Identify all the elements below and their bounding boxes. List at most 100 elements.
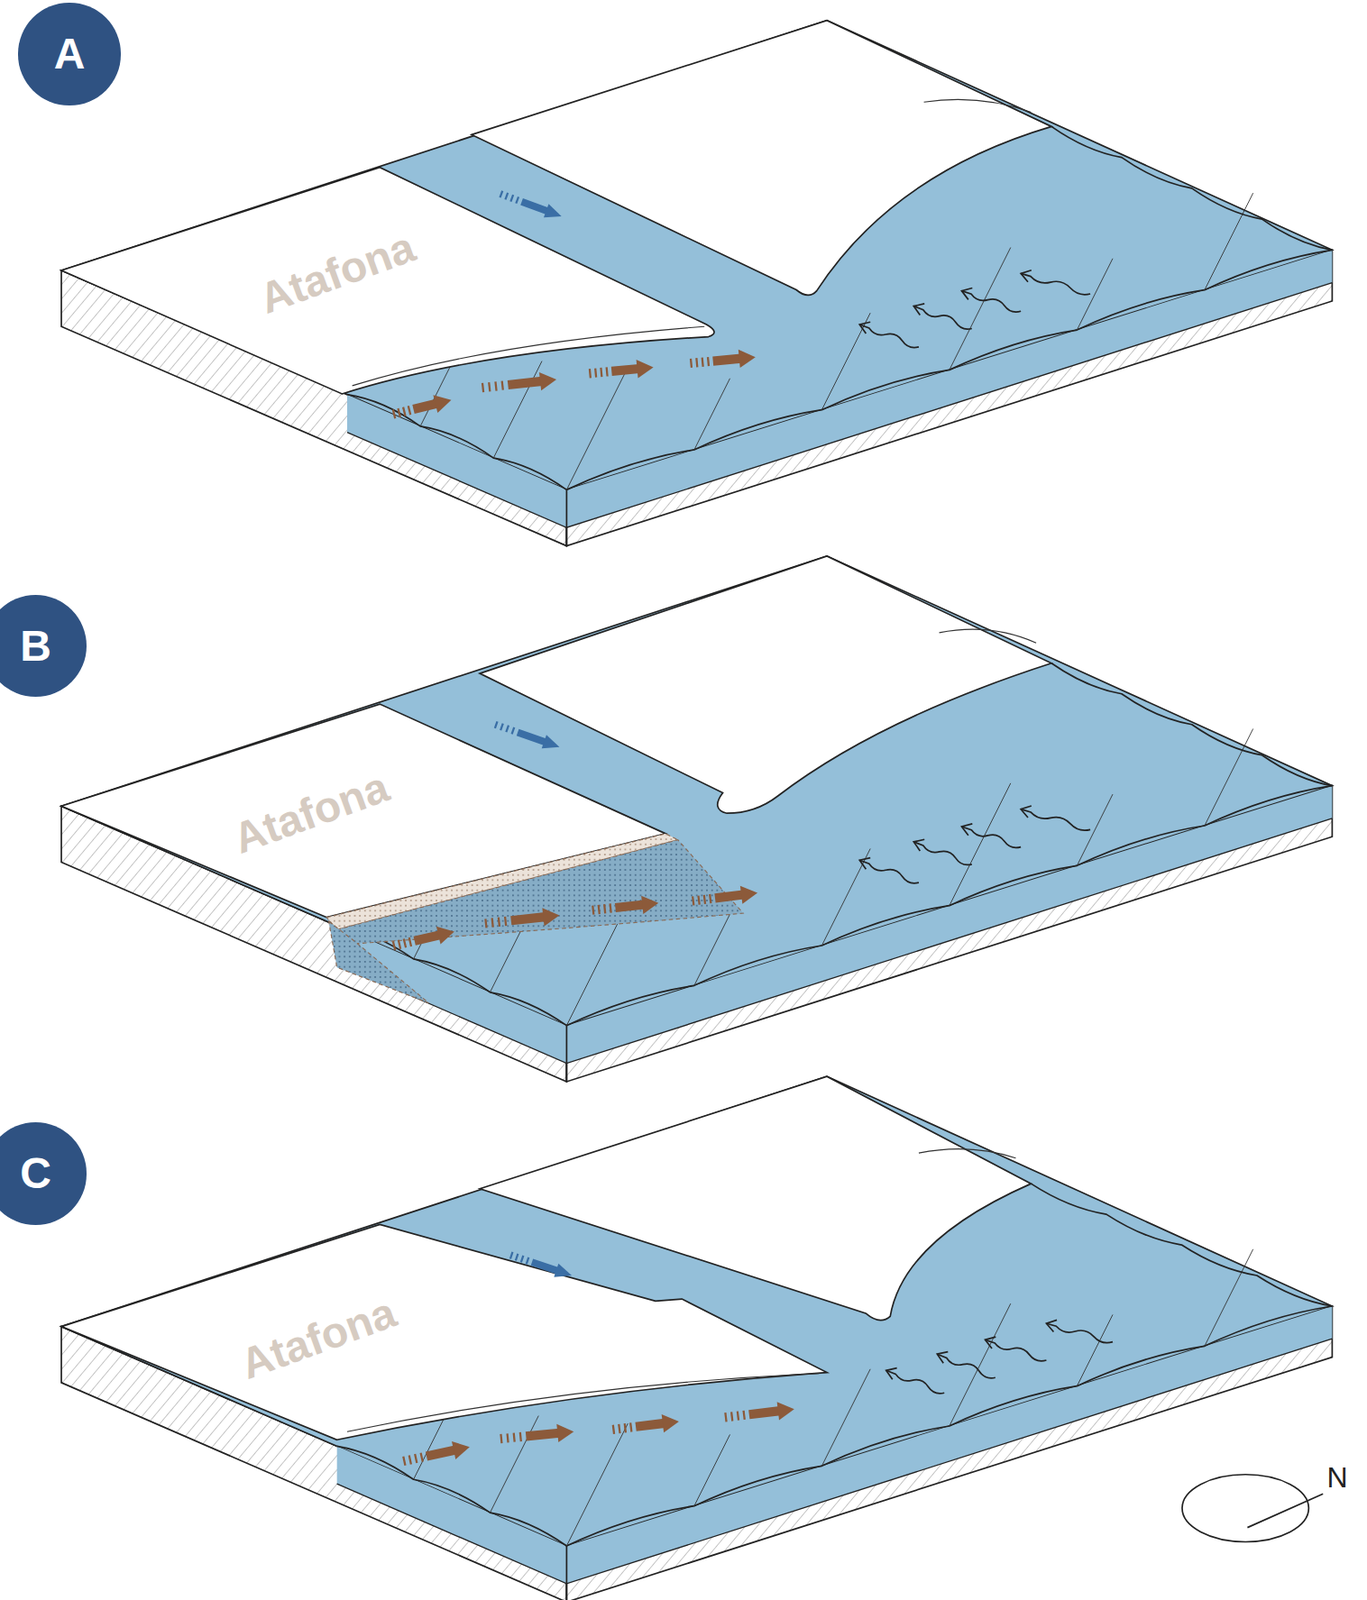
arrow-head <box>661 1412 680 1433</box>
wave-head <box>883 1365 897 1380</box>
wave-arrow <box>857 854 921 890</box>
arrow-head <box>432 391 453 413</box>
wave-crests <box>347 394 567 491</box>
arrow-head <box>556 1422 575 1443</box>
sea-face <box>347 394 567 529</box>
arrow-body <box>507 376 543 390</box>
wave-arrow <box>1018 267 1092 301</box>
sea-surface <box>61 556 1332 1027</box>
sea-face <box>337 1446 568 1585</box>
arrow-tail <box>612 1425 615 1435</box>
arrow-tail <box>420 1452 424 1462</box>
wave-ray <box>949 247 1011 371</box>
north-arrow <box>1182 1475 1323 1543</box>
arrow-tail <box>498 190 504 198</box>
arrow-tail <box>407 405 413 415</box>
panel-badge: A <box>18 2 120 105</box>
block-diagram <box>61 556 1332 1083</box>
drift-arrow <box>401 1438 472 1471</box>
arrow-tail <box>392 941 397 951</box>
panel-letter: B <box>19 624 52 669</box>
wave-line <box>960 287 1022 314</box>
arrow-tail <box>703 895 707 905</box>
arrow-tail <box>742 1411 745 1421</box>
arrow-tail <box>402 406 407 416</box>
eroded-zone <box>329 921 430 1004</box>
arrow-tail <box>695 357 698 367</box>
arrow-body <box>614 899 645 913</box>
arrow-tail <box>511 727 516 735</box>
arrow-tail <box>397 940 403 950</box>
arrow-tail <box>689 358 693 368</box>
wave-arrow <box>1018 803 1092 836</box>
arrow-tail <box>617 1424 621 1434</box>
wave-head <box>1045 1318 1057 1333</box>
wave-line <box>1019 270 1092 297</box>
arrow-tail <box>706 357 710 367</box>
arrow-tail <box>402 1457 406 1467</box>
wave-line <box>1045 1321 1114 1346</box>
arrow-tail <box>499 1434 503 1444</box>
arrow-tail <box>591 905 595 915</box>
arrow-head <box>436 923 457 945</box>
wave-head <box>911 300 925 315</box>
arrow-head <box>539 370 558 391</box>
drift-arrow <box>611 1412 680 1440</box>
arrow-tail <box>701 357 705 367</box>
arrow-body <box>525 1429 560 1442</box>
wave-ray <box>694 914 731 986</box>
land-line <box>924 99 1032 112</box>
wave-ray <box>493 361 542 459</box>
drift-arrow <box>484 906 561 933</box>
wave-crests <box>1030 1183 1332 1307</box>
place-name: Atafona <box>228 765 395 862</box>
wave-ray <box>821 312 871 411</box>
drift-arrow <box>587 357 654 383</box>
wave-ray <box>694 378 731 450</box>
drift-arrow <box>493 717 563 754</box>
arrow-tail <box>525 1257 531 1266</box>
arrow-tail <box>504 917 507 927</box>
wave-arrow <box>911 300 974 335</box>
wave-head <box>857 319 871 334</box>
wave-arrow <box>935 1348 999 1385</box>
panel-letter: C <box>19 1152 52 1196</box>
arrow-tail <box>494 721 499 729</box>
land-north <box>479 556 1052 814</box>
wave-crests <box>1051 126 1332 250</box>
wave-ray <box>1076 1314 1113 1386</box>
arrow-body <box>413 930 442 946</box>
arrow-tail <box>623 1423 627 1433</box>
arrow-tail <box>697 895 701 905</box>
wave-arrow <box>1045 1318 1115 1349</box>
arrow-head <box>636 357 655 378</box>
arrow-tail <box>736 1411 740 1421</box>
wave-ray <box>1204 192 1254 291</box>
wave-ray <box>1204 728 1254 826</box>
wave-line <box>858 321 920 350</box>
land-north <box>479 1076 1031 1321</box>
arrow-tail <box>509 1252 514 1260</box>
arrow-tail <box>599 367 603 377</box>
wave-line <box>884 1367 945 1396</box>
arrow-tail <box>605 366 609 377</box>
sea-face <box>566 786 1332 1065</box>
eroded-zone <box>337 840 744 945</box>
arrow-tail <box>588 368 592 378</box>
land-line <box>918 1149 1017 1159</box>
arrow-tail <box>514 196 520 204</box>
arrow-tail <box>481 383 485 393</box>
wave-ray <box>694 1434 731 1506</box>
drift-arrow <box>591 894 661 920</box>
beach-line <box>347 1374 819 1433</box>
arrow-body <box>516 729 548 746</box>
panel-badge: B <box>0 595 87 698</box>
wave-head <box>935 1348 949 1364</box>
sea-surface <box>61 20 1332 491</box>
drift-arrow <box>690 883 759 910</box>
arrow-body <box>748 1406 780 1420</box>
arrow-tail <box>505 1433 509 1443</box>
drift-arrow <box>391 391 454 424</box>
